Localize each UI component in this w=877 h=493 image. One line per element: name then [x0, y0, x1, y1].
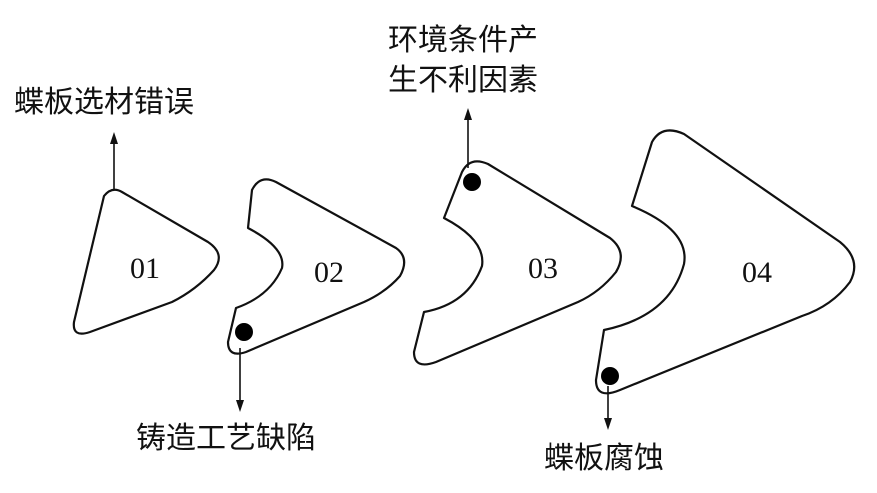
step-02-number: 02 — [314, 256, 344, 289]
label-step-03-line-1: 环境条件产 — [388, 23, 538, 58]
label-step-01: 蝶板选材错误 — [14, 85, 194, 120]
label-step-03-line-2: 生不利因素 — [388, 63, 538, 98]
step-04-number: 04 — [742, 256, 772, 289]
step-02-shape — [226, 178, 406, 355]
arrow-step-03-head — [464, 108, 472, 120]
arrow-step-04-head — [604, 418, 612, 430]
step-03-number: 03 — [528, 252, 558, 285]
step-01-number: 01 — [130, 252, 160, 285]
arrow-step-02-head — [236, 400, 244, 412]
step-03-shape — [412, 160, 622, 366]
label-step-02: 铸造工艺缺陷 — [136, 421, 316, 456]
label-step-04: 蝶板腐蚀 — [544, 441, 664, 476]
step-01-shape — [72, 188, 220, 335]
step-03-marker-dot — [463, 173, 481, 191]
step-02-marker-dot — [235, 323, 253, 341]
step-04-shape — [594, 129, 856, 395]
step-04-marker-dot — [601, 367, 619, 385]
arrow-step-01-head — [110, 132, 118, 144]
